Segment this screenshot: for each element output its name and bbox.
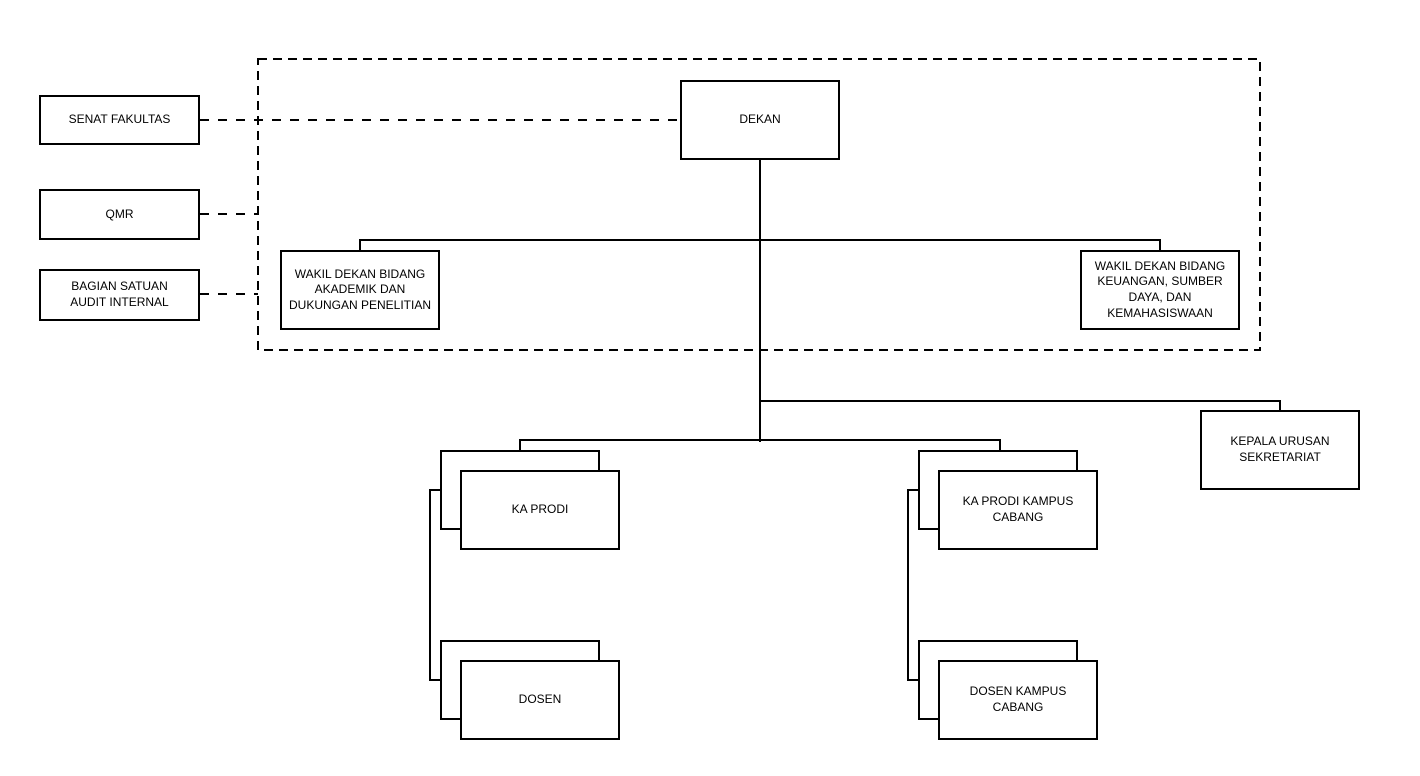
node-dosen-kampus-cabang: DOSEN KAMPUS CABANG — [938, 660, 1098, 740]
edge-dekan-kaprodi — [519, 439, 1001, 453]
edge-kaprodi-dosen — [429, 489, 442, 681]
node-bagian-satuan-audit-internal: BAGIAN SATUAN AUDIT INTERNAL — [39, 269, 200, 321]
node-label: WAKIL DEKAN BIDANG KEUANGAN, SUMBER DAYA… — [1094, 258, 1226, 320]
edge-dekan-wakil — [359, 239, 1161, 253]
node-label: KEPALA URUSAN SEKRETARIAT — [1230, 434, 1330, 464]
node-label: KA PRODI — [511, 502, 569, 517]
node-label: QMR — [105, 206, 134, 221]
node-kepala-urusan-sekretariat: KEPALA URUSAN SEKRETARIAT — [1200, 410, 1360, 490]
node-qmr: QMR — [39, 189, 200, 240]
node-wakil-dekan-keuangan: WAKIL DEKAN BIDANG KEUANGAN, SUMBER DAYA… — [1080, 250, 1240, 330]
node-wakil-dekan-akademik: WAKIL DEKAN BIDANG AKADEMIK DAN DUKUNGAN… — [280, 250, 440, 330]
node-ka-prodi-kampus-cabang: KA PRODI KAMPUS CABANG — [938, 470, 1098, 550]
node-dekan: DEKAN — [680, 80, 840, 160]
node-label: SENAT FAKULTAS — [68, 112, 171, 127]
node-ka-prodi: KA PRODI — [460, 470, 620, 550]
node-label: KA PRODI KAMPUS CABANG — [962, 494, 1074, 524]
edge-kaprodicabang-dosencabang — [907, 489, 920, 681]
node-label: DOSEN — [518, 692, 562, 707]
node-senat-fakultas: SENAT FAKULTAS — [39, 95, 200, 145]
node-label: WAKIL DEKAN BIDANG AKADEMIK DAN DUKUNGAN… — [288, 266, 432, 312]
node-label: DOSEN KAMPUS CABANG — [969, 684, 1067, 714]
edge-dekan-kepala-sekretariat — [760, 400, 1281, 413]
node-label: DEKAN — [739, 112, 781, 127]
node-label: BAGIAN SATUAN AUDIT INTERNAL — [70, 279, 169, 309]
node-dosen: DOSEN — [460, 660, 620, 740]
